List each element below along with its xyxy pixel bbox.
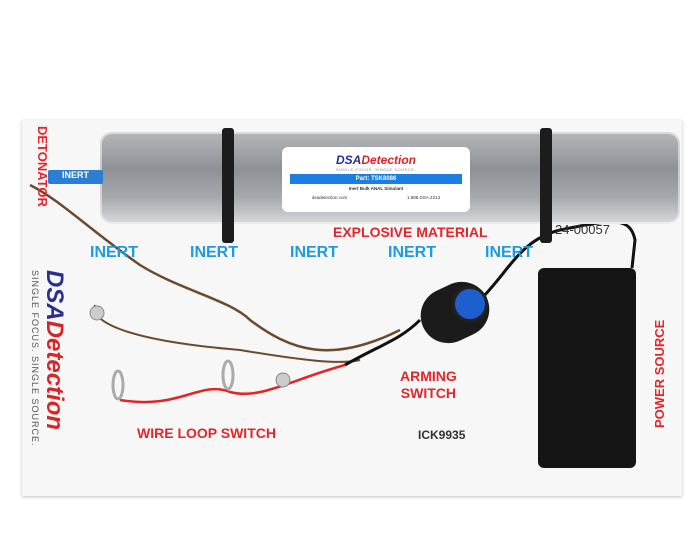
detonator-label: DETONATOR xyxy=(35,126,50,207)
inert-label: INERT xyxy=(290,244,338,261)
battery-pack xyxy=(538,268,636,468)
power-source-label: POWER SOURCE xyxy=(652,319,667,428)
description: Inert Bulk ANAL Simulant xyxy=(348,186,404,191)
arming-button[interactable] xyxy=(452,286,488,322)
kit-id: ICK9935 xyxy=(418,428,466,442)
inert-label: INERT xyxy=(388,244,436,261)
cable-tie xyxy=(540,128,552,243)
phone: 1.888.DSA.3213 xyxy=(407,195,441,200)
explosive-material-label: EXPLOSIVE MATERIAL xyxy=(333,224,488,240)
inert-label: INERT xyxy=(485,244,533,261)
detonator-inert-tag: INERT xyxy=(48,170,103,184)
website: dsadetection.com xyxy=(311,195,348,200)
part-number: Part: TSK8086 xyxy=(290,174,462,184)
inert-label: INERT xyxy=(90,244,138,261)
inert-label: INERT xyxy=(190,244,238,261)
tagline: SINGLE FOCUS. SINGLE SOURCE. xyxy=(335,167,416,172)
cable-tie xyxy=(222,128,234,243)
serial-number: 24-00057 xyxy=(555,222,610,237)
brand-logo: DSADetection xyxy=(335,153,417,167)
switch-label: SWITCH xyxy=(400,385,456,401)
side-brand-logo: DSADetection SINGLE FOCUS. SINGLE SOURCE… xyxy=(30,270,68,447)
wire-loop-switch-label: WIRE LOOP SWITCH xyxy=(137,425,276,441)
arming-label: ARMING xyxy=(400,368,457,384)
product-label: DSADetection SINGLE FOCUS. SINGLE SOURCE… xyxy=(282,147,470,212)
